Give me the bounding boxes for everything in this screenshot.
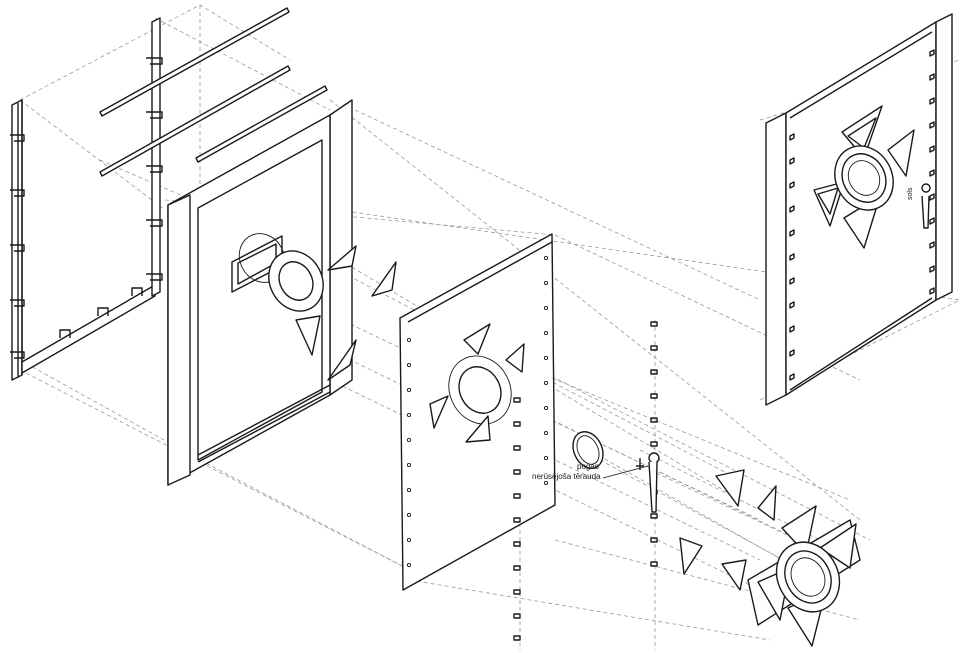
outer-cross-plate: [747, 505, 861, 647]
door-label: sols: [907, 187, 914, 200]
glass-ring: [572, 431, 604, 469]
assembled-door: sols: [765, 13, 953, 406]
lock-handle: [636, 452, 660, 513]
door-leaf-inner: [167, 99, 397, 486]
callout: pogas nerūsējoša tērauda: [532, 462, 649, 481]
callout-label-2: nerūsējoša tērauda: [532, 472, 601, 481]
frame-rods: [99, 7, 328, 177]
callout-label-1: pogas: [577, 462, 599, 471]
door-frame-left: [10, 99, 156, 381]
middle-plate: [399, 233, 556, 591]
door-frame-post: [146, 17, 163, 297]
loose-triangles: [679, 469, 777, 591]
bolts-left: [513, 397, 521, 641]
